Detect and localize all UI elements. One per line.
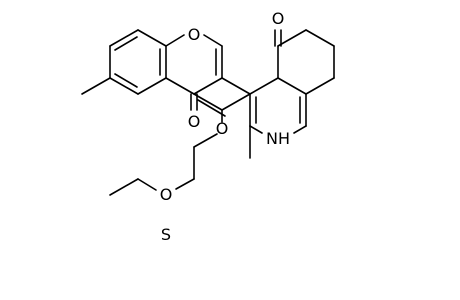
bond	[114, 36, 138, 51]
atom-o-ester-carbonyl: O	[216, 119, 229, 138]
atom-o-ester-link: O	[160, 185, 173, 204]
bond	[109, 29, 139, 47]
atom-s-thioether: S	[161, 225, 171, 244]
bond	[109, 178, 139, 196]
bond	[221, 77, 251, 95]
atom-labels: O O O NH O O S	[160, 9, 290, 244]
bond	[221, 93, 251, 111]
atom-o-ketone: O	[272, 9, 285, 28]
atom-o-chromone-ring: O	[188, 25, 201, 44]
bond	[175, 178, 195, 190]
bond	[277, 77, 307, 95]
bond	[193, 133, 218, 148]
bond	[305, 29, 335, 47]
atom-o-chromone-carbonyl: O	[188, 112, 201, 131]
bond	[193, 77, 223, 95]
bond	[109, 77, 139, 95]
bond	[165, 34, 185, 47]
bond	[137, 77, 167, 95]
bond	[137, 29, 167, 47]
bond	[193, 93, 223, 111]
atom-nh: NH	[266, 129, 290, 148]
bond	[197, 99, 226, 117]
bond	[293, 125, 307, 134]
bond	[249, 125, 263, 134]
bond	[277, 29, 307, 47]
bond-network	[81, 29, 335, 196]
bond	[114, 73, 138, 88]
bond	[81, 77, 111, 95]
bond	[203, 34, 223, 47]
bond	[305, 77, 335, 95]
bond	[137, 178, 157, 191]
bond	[249, 77, 279, 95]
bond	[165, 77, 195, 95]
